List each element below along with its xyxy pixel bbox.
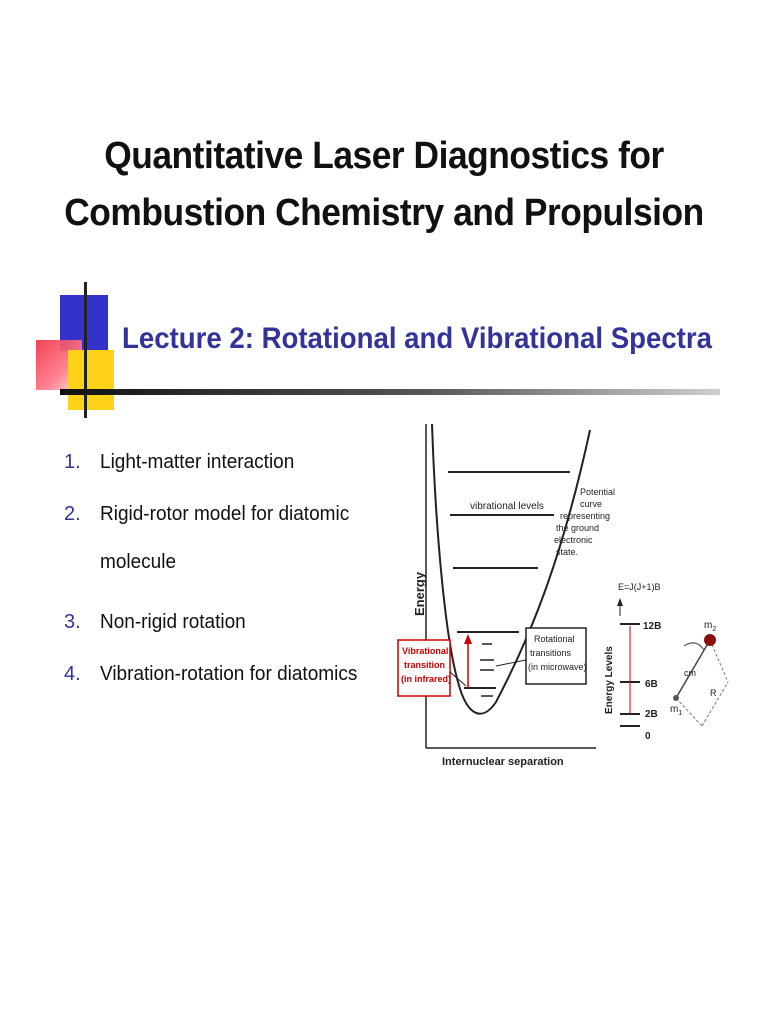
vib-pointer <box>449 671 467 687</box>
energy-diagram: Energy Internuclear separation vibration… <box>397 423 729 768</box>
list-text: Vibration-rotation for diatomics <box>100 663 358 685</box>
cm-label: cm <box>684 668 696 678</box>
rot-transition-label: Rotational transitions (in microwave) <box>528 634 587 672</box>
atom-1 <box>673 695 679 701</box>
vib-label-line: Vibrational <box>402 646 448 656</box>
rot-axis-arrow-head <box>617 598 623 606</box>
rot-level-label: 0 <box>645 731 651 742</box>
vib-label-line: transition <box>404 660 445 670</box>
vib-label-line: (in infrared) <box>401 674 451 684</box>
list-text: Rigid-rotor model for diatomic molecule <box>100 503 350 573</box>
list-number: 1. <box>64 451 81 473</box>
title-line-1: Quantitative Laser Diagnostics for <box>104 135 664 177</box>
list-text: Non-rigid rotation <box>100 611 246 633</box>
potential-curve <box>431 423 591 715</box>
list-text: Light-matter interaction <box>100 451 295 473</box>
potential-label-line: curve <box>580 499 602 509</box>
vib-arrow-head <box>464 634 472 644</box>
potential-label-line: Potential <box>580 487 615 497</box>
rot-level-label: 6B <box>645 679 658 690</box>
list-number: 2. <box>64 503 81 525</box>
potential-label-line: state. <box>556 547 578 557</box>
rotation-arc <box>683 642 705 651</box>
atom-2 <box>704 634 716 646</box>
rotor-guide <box>675 697 703 727</box>
list-number: 4. <box>64 663 81 685</box>
potential-label-line: electronic <box>554 535 593 545</box>
potential-label-line: representing <box>560 511 610 521</box>
title-line-2: Combustion Chemistry and Propulsion <box>64 192 704 234</box>
rot-label-line: (in microwave) <box>528 662 587 672</box>
decor-yellow-square <box>68 350 114 410</box>
x-axis-label: Internuclear separation <box>442 756 564 768</box>
m2-label: m2 <box>704 620 716 633</box>
list-item: 4. Vibration-rotation for diatomics <box>64 660 374 688</box>
r-label: R <box>710 688 717 698</box>
rotor-guide <box>709 639 729 683</box>
outline-list: 1. Light-matter interaction 2. Rigid-rot… <box>64 448 374 712</box>
slide-title: Quantitative Laser Diagnostics for Combu… <box>64 128 704 242</box>
list-item: 2. Rigid-rotor model for diatomic molecu… <box>64 500 374 586</box>
rot-axis-label: Energy Levels <box>604 646 615 714</box>
lecture-subtitle: Lecture 2: Rotational and Vibrational Sp… <box>122 322 712 355</box>
rot-label-line: Rotational <box>534 634 575 644</box>
rotor-guide <box>701 681 729 727</box>
potential-label-line: the ground <box>556 523 599 533</box>
rot-pointer <box>495 659 527 667</box>
m1-label: m1 <box>670 704 682 717</box>
list-item: 1. Light-matter interaction <box>64 448 374 476</box>
rot-transition-box <box>525 627 587 685</box>
decor-horizontal-rule <box>60 389 720 395</box>
y-axis-label: Energy <box>412 571 427 616</box>
rot-label-line: transitions <box>530 648 572 658</box>
list-number: 3. <box>64 611 81 633</box>
list-item: 3. Non-rigid rotation <box>64 608 374 636</box>
decor-vertical-line <box>84 282 87 418</box>
vibrational-levels-label: vibrational levels <box>470 501 544 512</box>
rot-energy-formula: E=J(J+1)B <box>618 582 661 592</box>
potential-curve-label: Potential curve representing the ground … <box>554 487 615 557</box>
vib-transition-label: Vibrational transition (in infrared) <box>401 646 451 684</box>
rot-level-label: 2B <box>645 709 658 720</box>
rot-level-label: 12B <box>643 621 661 632</box>
vib-transition-box <box>397 639 451 697</box>
